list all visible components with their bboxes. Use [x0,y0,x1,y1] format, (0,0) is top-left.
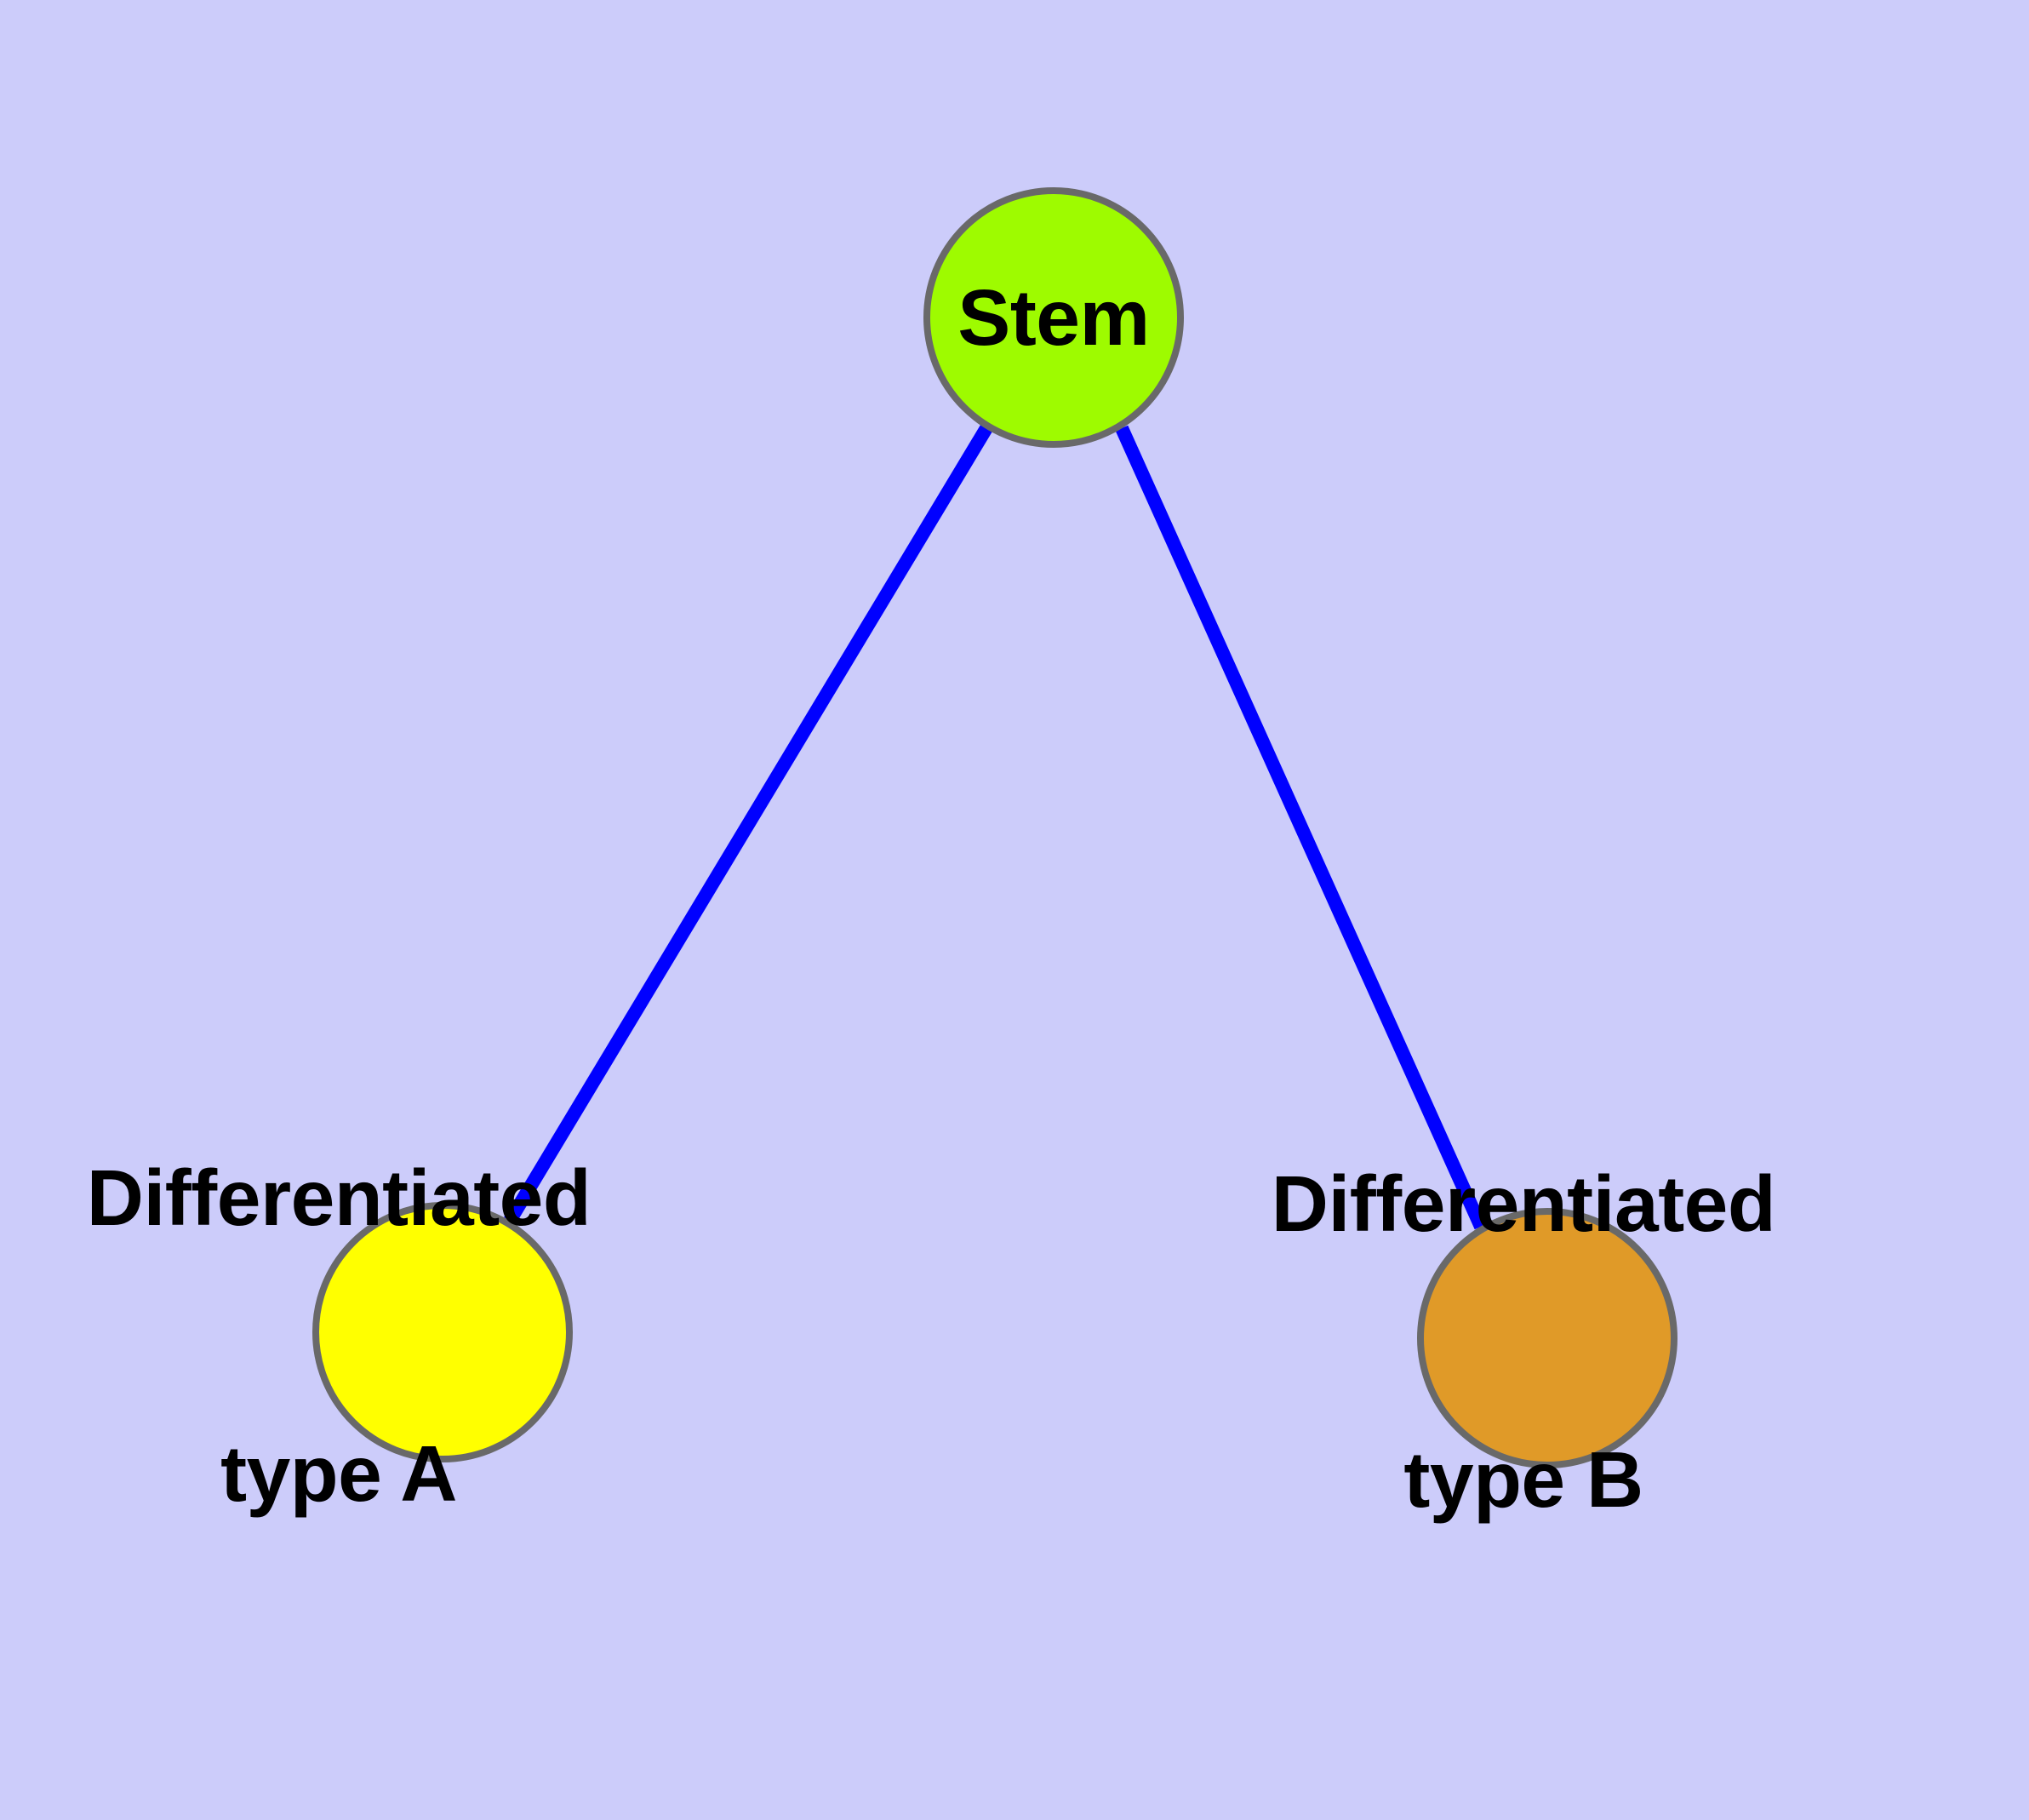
edge-stem-to-differentiated-type-a[interactable] [504,424,992,1225]
edges-group [504,424,1488,1230]
node-stem[interactable] [923,187,1184,448]
nodes-group [312,187,1677,1468]
node-differentiated-type-b[interactable] [1417,1208,1677,1468]
node-differentiated-type-a[interactable] [312,1202,573,1462]
edge-stem-to-differentiated-type-b[interactable] [1115,425,1488,1230]
